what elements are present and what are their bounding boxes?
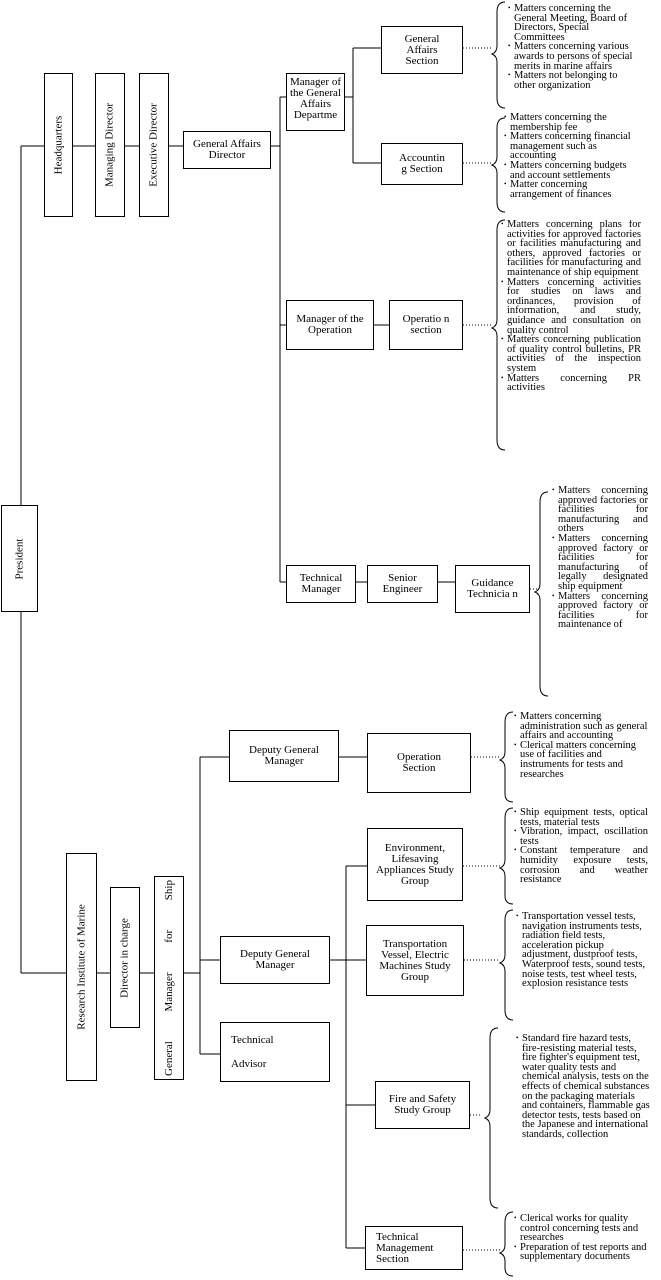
desc-item: Constant temperature and humidity exposu… [514,846,648,885]
deputy-gm-2-box: Deputy General Manager [220,936,330,984]
tech-mgmt-section-desc: Clerical works for quality control conce… [514,1214,650,1276]
manager-general-affairs-label: Manager of the General Affairs Departme [289,76,341,121]
senior-engineer-box: Senior Engineer [367,565,438,603]
desc-item: Matters concerning the General Meeting, … [508,4,636,43]
managing-director-box: Managing Director [95,73,125,217]
transport-group-desc: Transportation vessel tests, navigation … [516,912,650,1020]
guidance-technician-desc: Matters concerning approved factories or… [552,486,648,694]
desc-item: Clerical matters concerning use of facil… [514,740,648,779]
manager-operation-label: Manager of the Operation [296,313,364,336]
transport-group-box: Transportation Vessel, Electric Machines… [366,925,464,996]
desc-item: Vibration, impact, oscillation tests [514,826,648,846]
desc-item: Clerical works for quality control conce… [514,1214,650,1243]
research-institute-box: Research Institute of Marine [66,853,97,1081]
fire-group-desc: Standard fire hazard tests, fire-resisti… [516,1034,650,1206]
technical-advisor-box: Technical Advisor [220,1022,330,1082]
operation-section-desc: Matters concerning plans for activities … [501,220,641,452]
desc-item: Matters concerning publication of qualit… [501,334,641,373]
environment-group-desc: Ship equipment tests, optical tests, mat… [514,808,648,904]
general-affairs-director-label: General Affairs Director [193,138,261,161]
operation-section-label: Operatio n section [402,313,450,336]
desc-item: Matters concerning approved factories or… [552,486,648,534]
tech-mgmt-section-label: Technical Management Section [376,1230,434,1265]
president-box: President [1,505,38,612]
desc-item: Transportation vessel tests, navigation … [516,912,650,989]
general-manager-box: General Manager for Ship [154,876,184,1080]
general-affairs-section-label: General Affairs Section [404,32,440,67]
fire-group-label: Fire and Safety Study Group [388,1093,457,1116]
headquarters-box: Headquarters [44,73,73,217]
desc-item: Matters concerning PR activities [501,373,641,393]
desc-item: Preparation of test reports and suppleme… [514,1242,650,1262]
desc-item: Matters concerning administration such a… [514,712,648,741]
gm-word: for [163,929,175,943]
deputy-gm-1-box: Deputy General Manager [229,730,339,782]
gm-word: General [163,1041,175,1076]
operation-section-research-label: Operation Section [397,751,441,774]
operation-section-box: Operatio n section [389,300,463,350]
fire-group-box: Fire and Safety Study Group [375,1081,470,1129]
general-manager-label: General Manager for Ship [158,880,180,1076]
tech-mgmt-section-box: Technical Management Section [365,1226,463,1270]
headquarters-label: Headquarters [52,115,64,175]
environment-group-box: Environment, Lifesaving Appliances Study… [367,828,463,901]
desc-item: Ship equipment tests, optical tests, mat… [514,808,648,827]
technical-advisor-line: Advisor [231,1058,267,1070]
deputy-gm-2-label: Deputy General Manager [240,948,310,971]
gm-word: Manager [163,972,175,1012]
general-affairs-section-box: General Affairs Section [381,26,463,74]
desc-item: Matters concerning various awards to per… [508,42,636,72]
technical-advisor-line: Technical [231,1034,274,1046]
desc-item: Matters not belonging to other organizat… [508,70,636,90]
desc-item: Matters concerning approved factory or f… [552,533,648,591]
accounting-section-label: Accountin g Section [399,152,445,175]
gm-word: Ship [163,880,175,901]
operation-section-research-box: Operation Section [367,733,471,793]
desc-item: Matters concerning financial management … [504,131,638,161]
deputy-gm-1-label: Deputy General Manager [249,744,319,767]
executive-director-box: Executive Director [139,73,169,217]
general-affairs-section-desc: Matters concerning the General Meeting, … [508,4,636,106]
guidance-technician-box: Guidance Technicia n [455,565,530,613]
transport-group-label: Transportation Vessel, Electric Machines… [379,937,451,983]
desc-item: Standard fire hazard tests, fire-resisti… [516,1034,650,1140]
environment-group-label: Environment, Lifesaving Appliances Study… [376,841,454,887]
technical-manager-box: Technical Manager [286,565,356,603]
president-label: President [13,538,25,579]
technical-manager-label: Technical Manager [299,572,343,595]
desc-item: Matters concerning approved factory or f… [552,591,648,630]
research-institute-label: Research Institute of Marine [75,904,87,1030]
managing-director-label: Managing Director [103,103,116,187]
accounting-section-desc: Matters concerning the membership fee Ma… [504,113,638,213]
desc-item: Matters concerning budgets and account s… [504,160,638,180]
general-affairs-director-box: General Affairs Director [183,131,271,169]
desc-item: Matters concerning plans for activities … [501,220,641,278]
operation-section-research-desc: Matters concerning administration such a… [514,712,648,802]
desc-item: Matter concerning arrangement of finance… [504,179,638,199]
director-in-charge-box: Director in charge [110,887,140,1028]
desc-item: Matters concerning the membership fee [504,113,638,132]
manager-operation-box: Manager of the Operation [286,300,374,350]
manager-general-affairs-box: Manager of the General Affairs Departme [286,73,345,131]
accounting-section-box: Accountin g Section [381,143,463,185]
director-in-charge-label: Director in charge [118,917,131,998]
desc-item: Matters concerning activities for studie… [501,277,641,335]
guidance-technician-label: Guidance Technicia n [467,577,518,600]
executive-director-label: Executive Director [147,103,160,187]
senior-engineer-label: Senior Engineer [382,572,423,595]
